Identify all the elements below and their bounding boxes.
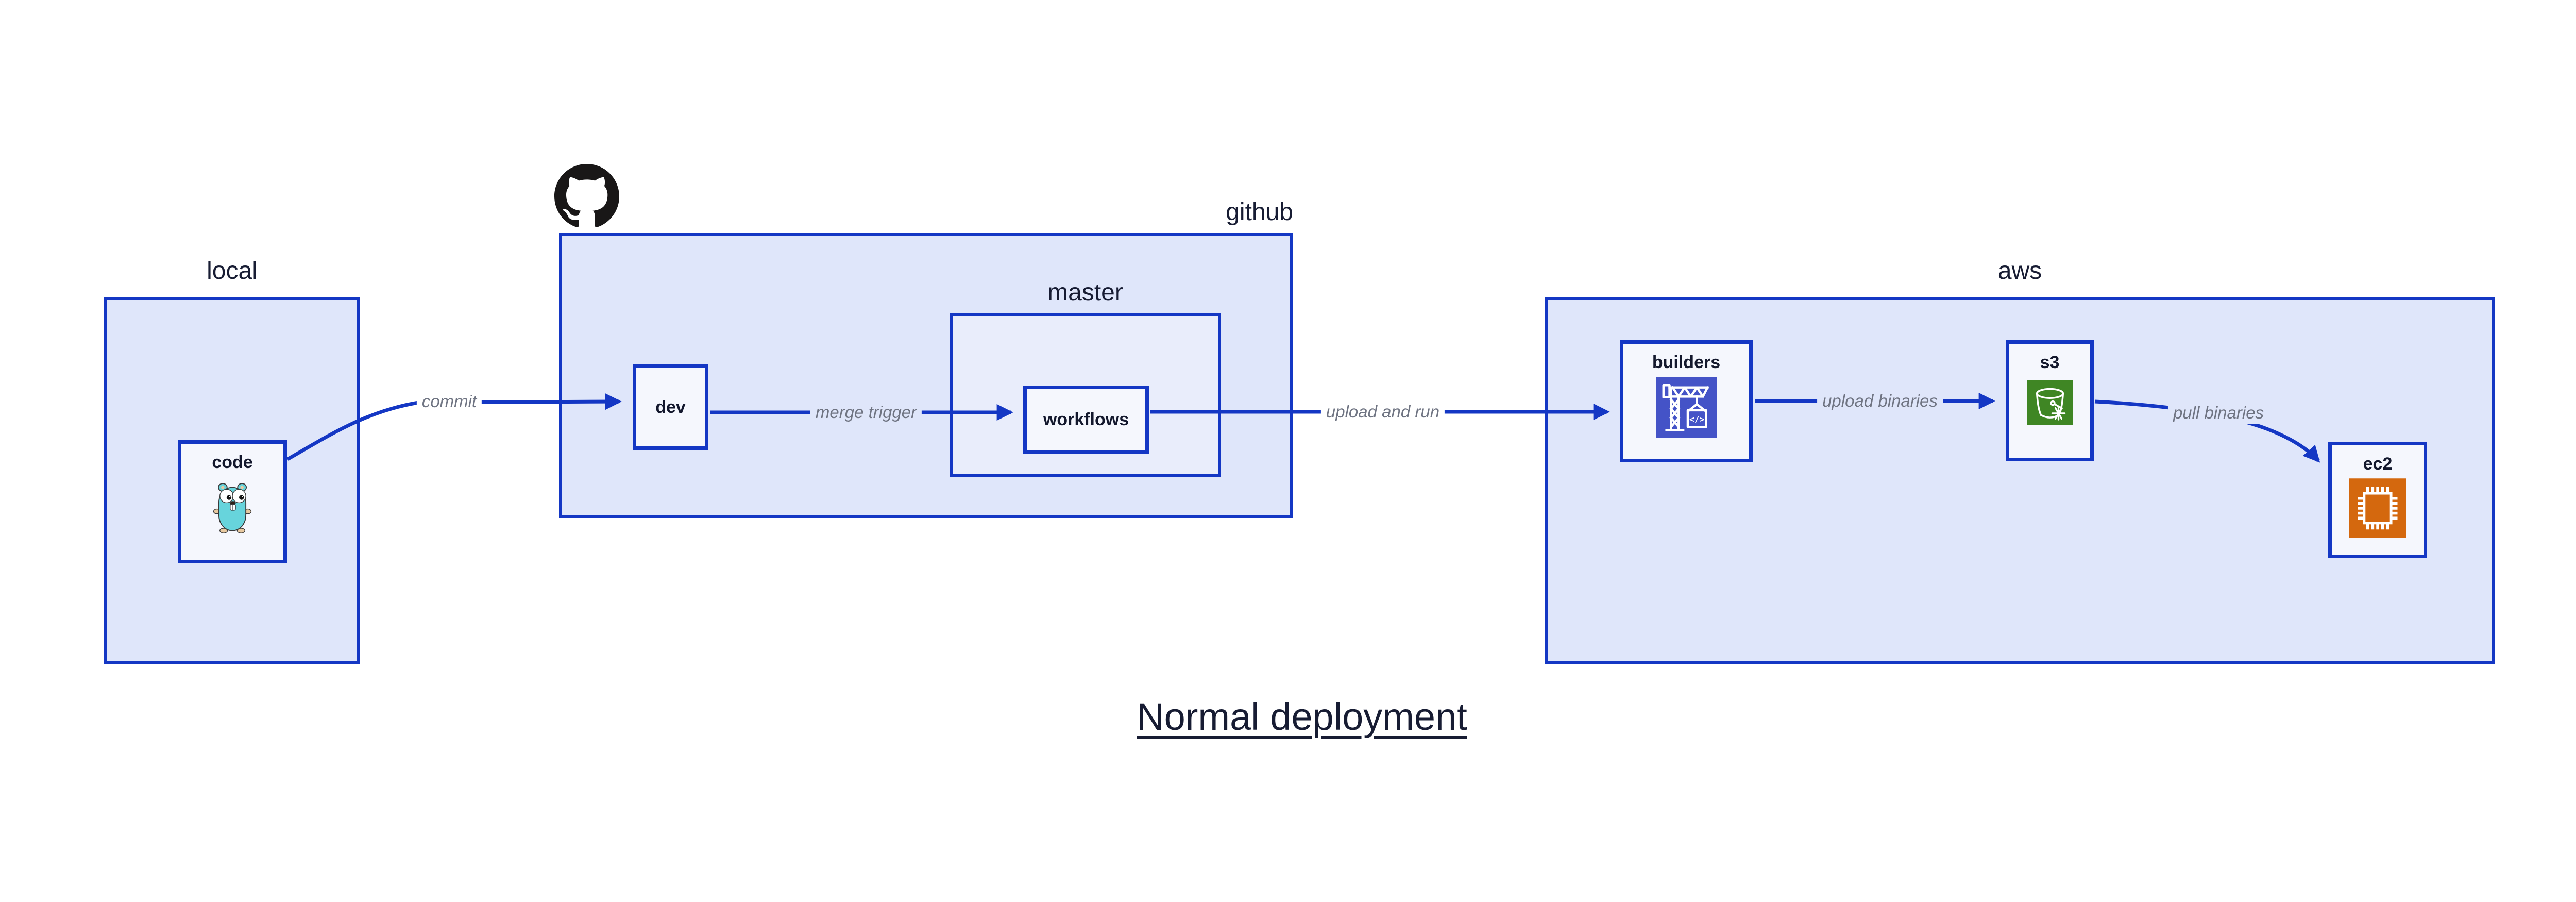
node-builders: builders </> (1620, 340, 1753, 462)
node-code: code (178, 440, 287, 563)
node-dev-label: dev (655, 397, 686, 417)
diagram-title-text: Normal deployment (1137, 695, 1467, 738)
local-container-label: local (207, 257, 258, 285)
node-code-label: code (212, 453, 253, 472)
master-container-label: master (1047, 279, 1123, 306)
node-ec2: ec2 (2328, 442, 2427, 558)
edge-label-commit: commit (416, 391, 482, 412)
node-dev: dev (633, 364, 708, 450)
node-builders-label: builders (1652, 353, 1721, 372)
aws-container-label: aws (1997, 257, 2042, 285)
node-s3-label: s3 (2040, 353, 2060, 372)
s3-glacier-bucket-icon (2027, 380, 2073, 425)
snowflake-icon (2051, 406, 2065, 421)
edge-label-upload-binaries: upload binaries (1817, 390, 1943, 412)
github-container-label: github (1226, 198, 1293, 226)
edge-label-upload-and-run: upload and run (1320, 401, 1445, 423)
node-ec2-label: ec2 (2363, 454, 2393, 474)
codebuild-code-glyph: </> (1689, 414, 1705, 424)
diagram-title: Normal deployment (0, 695, 2576, 739)
edge-label-pull-binaries: pull binaries (2167, 402, 2269, 424)
edge-label-merge-trigger: merge trigger (810, 402, 922, 423)
node-s3: s3 (2006, 340, 2094, 461)
codebuild-crane-icon: </> (1656, 377, 1717, 438)
go-gopher-icon (213, 483, 252, 533)
node-workflows: workflows (1023, 386, 1149, 454)
node-workflows-label: workflows (1043, 410, 1129, 429)
ec2-chip-icon (2349, 478, 2406, 538)
github-octocat-icon (554, 164, 619, 227)
